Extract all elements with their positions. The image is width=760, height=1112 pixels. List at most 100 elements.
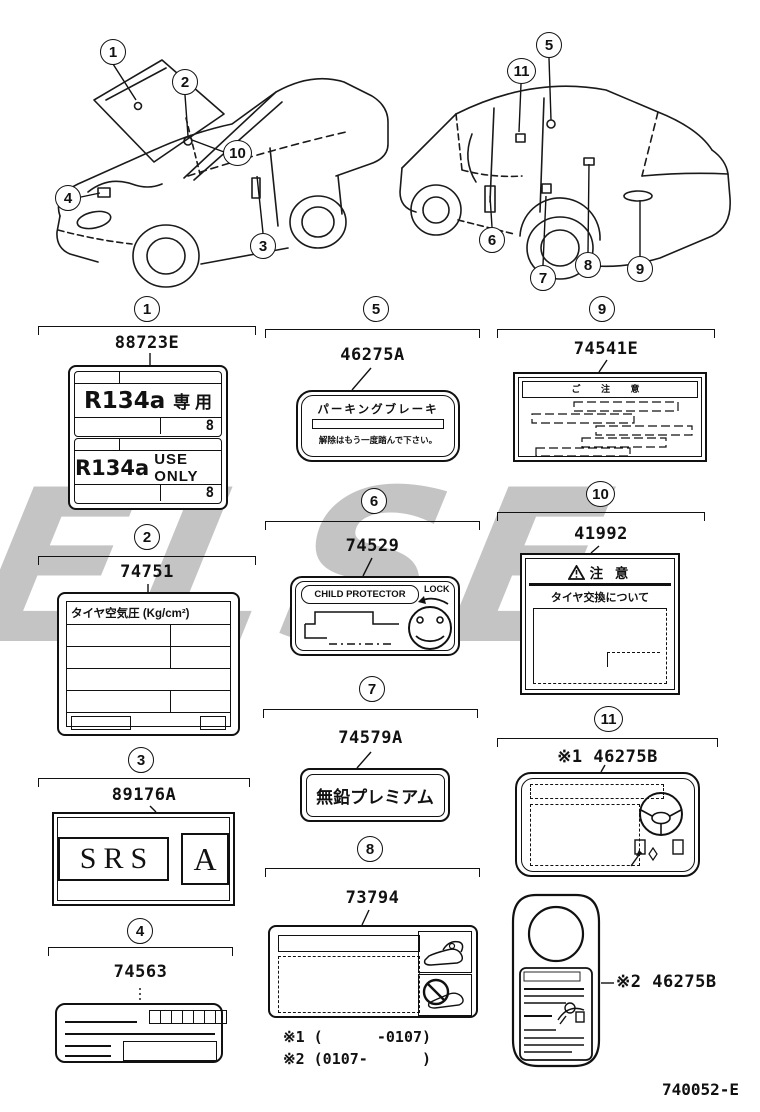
part-number-74751: 74751 (120, 562, 174, 582)
part-bracket-4 (48, 947, 233, 956)
label-brake-instruction (515, 772, 700, 877)
part-number-74529: 74529 (345, 536, 400, 556)
part-bracket-2 (38, 556, 256, 565)
stamp-box (123, 1041, 217, 1061)
text-block-outlines (531, 401, 693, 457)
group-6-callout: 6 (361, 488, 387, 514)
part-number-46275b-2: ※2 46275B (616, 972, 717, 992)
title-bar (278, 935, 420, 952)
group-11-callout: 11 (594, 706, 623, 732)
callout-6-marker: 6 (479, 227, 505, 253)
group-1-callout: 1 (134, 296, 160, 322)
page-code: 740052-E (662, 1080, 740, 1099)
part-bracket-11 (497, 738, 718, 747)
callout-8-marker: 8 (575, 252, 601, 278)
part-bracket-10 (497, 512, 705, 521)
warning-triangle-icon (567, 564, 585, 580)
label-fuel: 無鉛プレミアム (300, 768, 450, 822)
callout-1-marker: 1 (100, 39, 126, 65)
callout-11-marker: 11 (507, 58, 536, 84)
part-number-46275a: 46275A (340, 345, 405, 365)
parking-brake-text: パーキングブレーキ (317, 404, 439, 416)
text-area (533, 608, 667, 684)
hang-tag-drawing (511, 893, 601, 1068)
part-number-89176a: 89176A (111, 785, 177, 805)
front-wheel (132, 224, 200, 288)
part-bracket-7 (263, 709, 478, 718)
target-9 (623, 190, 653, 202)
callout-3-marker: 3 (250, 233, 276, 259)
label-certification (55, 1003, 227, 1063)
body-outline (57, 77, 389, 217)
child-protector-title: CHILD PROTECTOR (301, 585, 419, 604)
prohibition-seat-icon (422, 978, 464, 1009)
label-refrigerant: R134a 専 用 8 R134a USE ONLY 8 (68, 365, 228, 510)
part-number-74563: 74563 (113, 962, 168, 982)
label-airbag-caution (268, 925, 478, 1018)
child-seat-icon (423, 940, 464, 966)
part-bracket-8 (265, 868, 480, 877)
title-bar (530, 784, 664, 799)
group-9-callout: 9 (589, 296, 615, 322)
target-8 (583, 157, 595, 166)
target-11 (515, 133, 526, 143)
release-instruction: 解除はもう一度踏んで下さい。 (318, 435, 438, 445)
target-3 (251, 177, 261, 199)
headlamp (76, 210, 112, 230)
refrigerant-code: R134a (84, 387, 166, 414)
group-7-callout: 7 (359, 676, 385, 702)
group-4-callout: 4 (127, 918, 153, 944)
callout-2-marker: 2 (172, 69, 198, 95)
part-number-73794: 73794 (345, 888, 400, 908)
text-block (530, 804, 640, 866)
tire-pressure-header: タイヤ空気圧 (Kg/cm²) (67, 602, 230, 625)
part-number-46275b-1: ※1 46275B (557, 747, 658, 767)
use-only-text: USE ONLY (154, 450, 199, 485)
label-srs: SRS A (52, 812, 235, 906)
footnote-2: ※2 (0107- ) (283, 1050, 432, 1068)
part-number-88723e: 88723E (114, 333, 180, 353)
lock-text: LOCK (424, 584, 450, 594)
callout-10-marker: 10 (223, 140, 252, 166)
unleaded-premium-text: 無鉛プレミアム (316, 787, 434, 807)
target-1 (133, 101, 143, 111)
part-bracket-3 (38, 778, 250, 787)
callout-9-marker: 9 (627, 256, 653, 282)
right-car-drawing (399, 85, 731, 280)
callout-4-marker: 4 (55, 185, 81, 211)
refrigerant-code: R134a (75, 455, 150, 480)
group-8-callout: 8 (357, 836, 383, 862)
part-number-74579a: 74579A (338, 728, 403, 748)
open-hood (93, 59, 225, 163)
refrigerant-jp: 専 用 (173, 393, 212, 412)
srs-a-box: A (181, 833, 229, 885)
stamp-box (71, 716, 131, 730)
code-boxes (149, 1010, 227, 1024)
label-parking-brake: パーキングブレーキ 解除はもう一度踏んで下さい。 (296, 390, 460, 462)
brake-bar (312, 419, 444, 429)
group-5-callout: 5 (363, 296, 389, 322)
part-number-41992: 41992 (574, 524, 628, 544)
part-bracket-9 (497, 329, 715, 338)
callout-7-marker: 7 (530, 265, 556, 291)
part-bracket-6 (265, 521, 480, 530)
rear-wheel (289, 195, 347, 249)
text-block (278, 956, 420, 1013)
group-2-callout: 2 (134, 524, 160, 550)
roofline (455, 85, 713, 151)
srs-text-box: SRS (58, 837, 169, 881)
caution-header: 注 意 (589, 566, 633, 581)
dashboard-pictogram (557, 1002, 585, 1025)
hanger-hole (527, 905, 585, 963)
cell-value: 8 (205, 418, 214, 434)
target-5 (546, 119, 556, 129)
notice-header: ご 注 意 (522, 381, 698, 398)
tire-change-subtitle: タイヤ交換について (550, 592, 650, 604)
label-tire-pressure: タイヤ空気圧 (Kg/cm²) (57, 592, 240, 736)
stamp-box (200, 716, 226, 730)
footnote-1: ※1 ( -0107) (283, 1028, 432, 1046)
callout-5-marker: 5 (536, 32, 562, 58)
trunk-outline (595, 149, 731, 268)
front-wheel (410, 184, 462, 236)
